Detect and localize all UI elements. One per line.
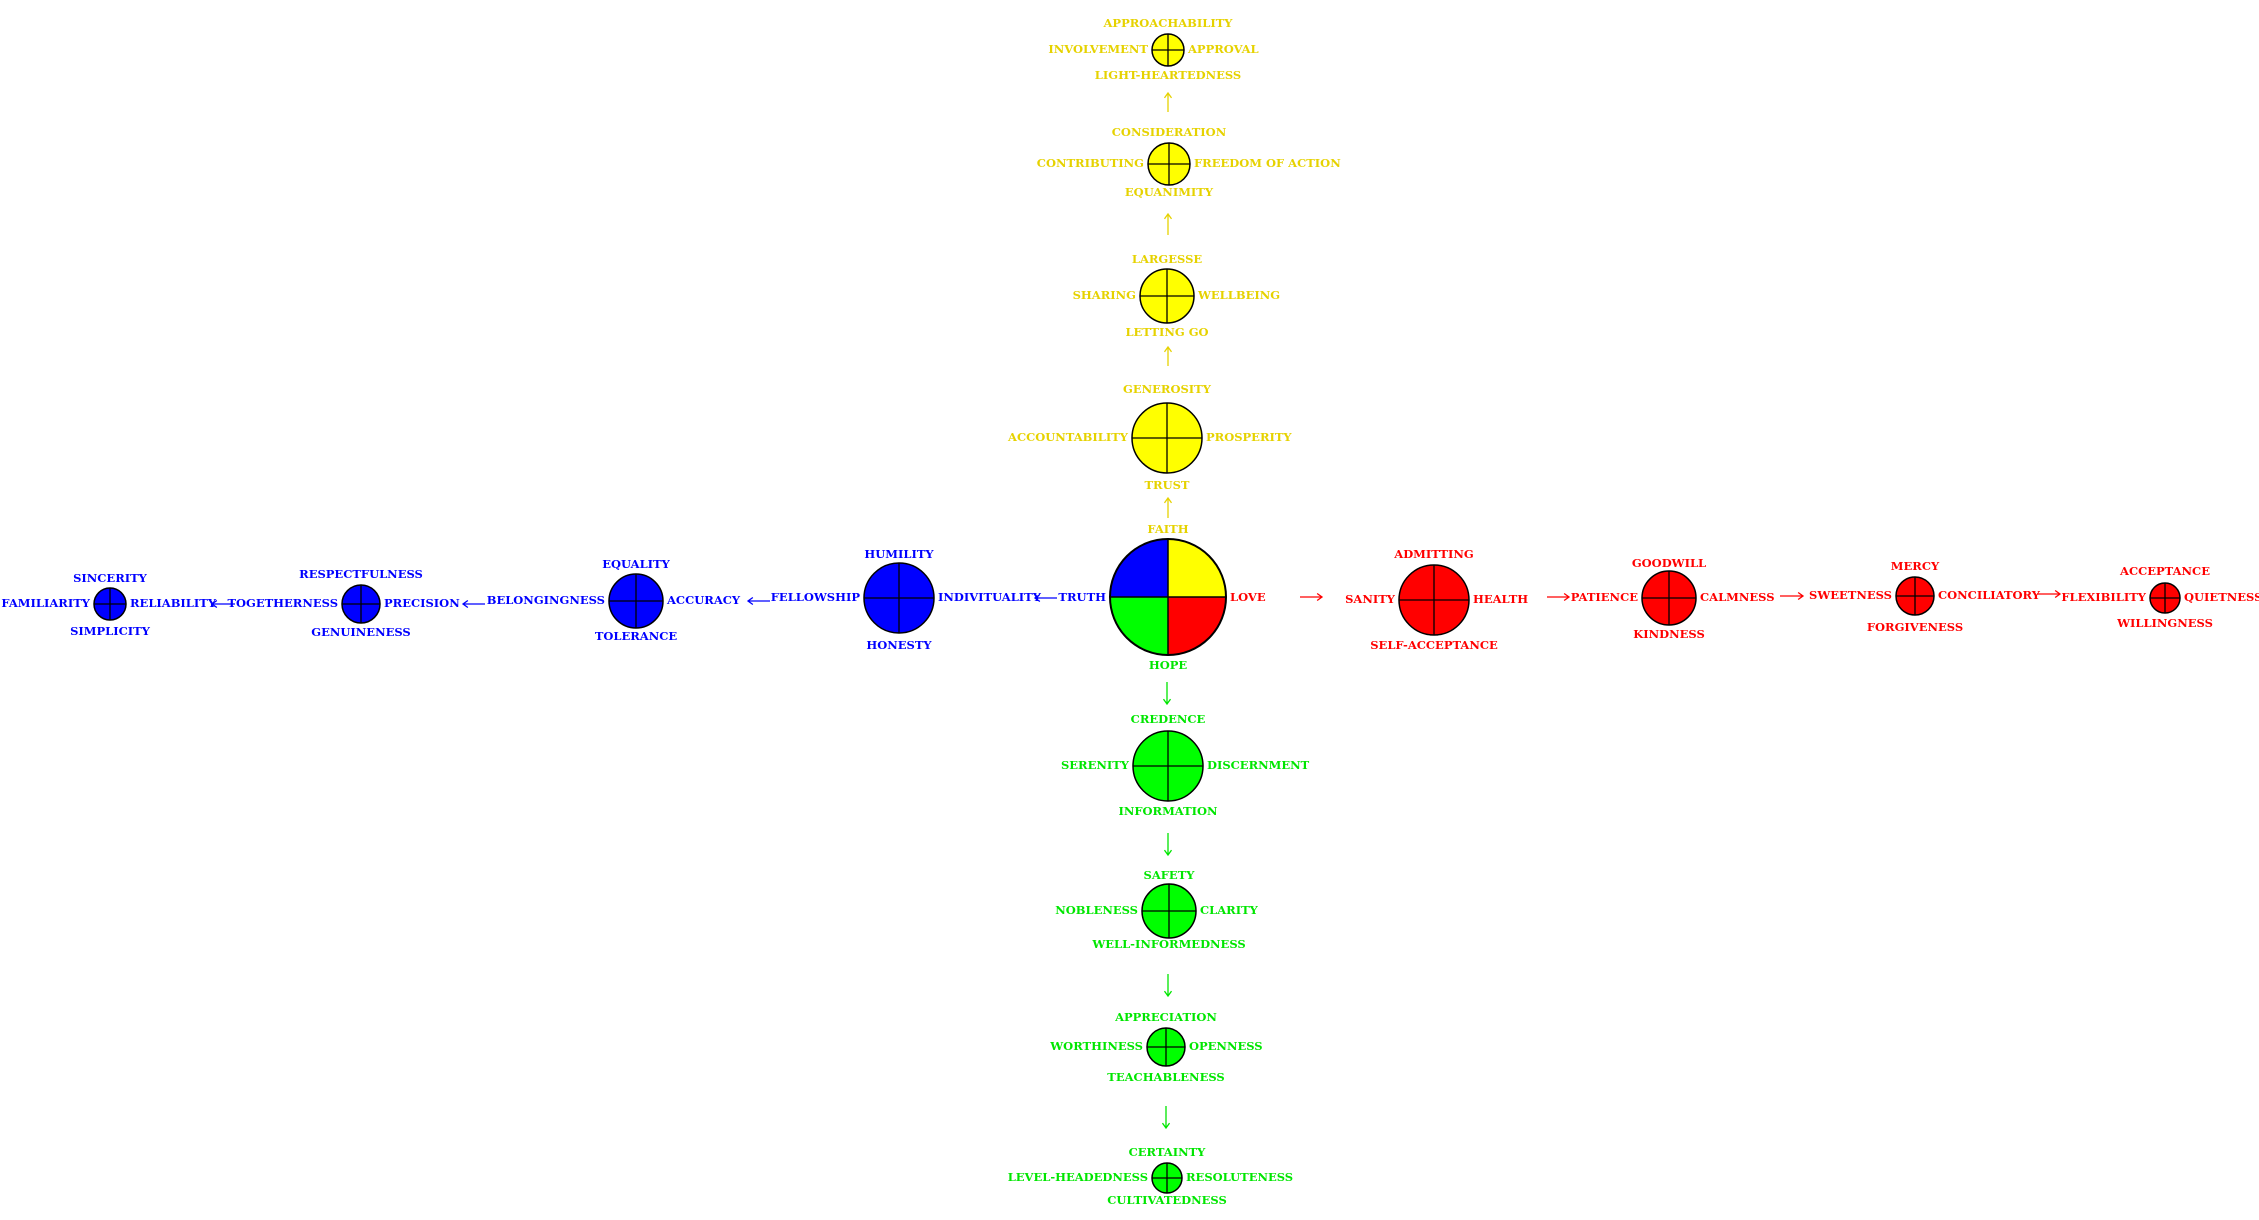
node-label-top-g2: SAFETY — [1144, 868, 1196, 882]
center-quadrant-hope — [1110, 597, 1168, 655]
node-label-top-g3: APPRECIATION — [1114, 1010, 1217, 1024]
arrow-up-1 — [1163, 496, 1173, 518]
arrow-left-1 — [1033, 593, 1057, 603]
node-label-top-r2: GOODWILL — [1632, 556, 1706, 570]
center-label-truth: TRUTH — [1058, 590, 1106, 604]
node-label-top-y3: CONSIDERATION — [1112, 125, 1227, 139]
node-label-left-r1: SANITY — [1345, 592, 1396, 606]
node-label-right-g2: CLARITY — [1200, 903, 1259, 917]
node-label-left-y2: SHARING — [1073, 288, 1136, 302]
arrow-down-4 — [1161, 1106, 1171, 1130]
node-label-top-b3: RESPECTFULNESS — [299, 567, 423, 581]
node-label-right-b3: PRECISION — [384, 596, 460, 610]
node-label-right-g3: OPENNESS — [1189, 1039, 1263, 1053]
arrow-right-1 — [1300, 592, 1324, 602]
node-label-right-y2: WELLBEING — [1197, 288, 1280, 302]
node-label-right-b4: RELIABILITY — [130, 596, 217, 610]
node-label-bottom-g2: WELL-INFORMEDNESS — [1091, 937, 1245, 951]
node-label-bottom-y4: LIGHT-HEARTEDNESS — [1095, 68, 1241, 82]
node-label-left-y1: ACCOUNTABILITY — [1007, 430, 1129, 444]
node-label-right-r3: CONCILIATORY — [1938, 588, 2041, 602]
node-label-bottom-r4: WILLINGNESS — [2116, 616, 2213, 630]
node-label-bottom-r1: SELF-ACCEPTANCE — [1370, 638, 1498, 652]
arrow-down-3 — [1163, 974, 1173, 998]
arrow-right-2 — [1547, 592, 1571, 602]
node-label-top-r4: ACCEPTANCE — [2119, 564, 2210, 578]
node-label-left-b3: TOGETHERNESS — [227, 596, 338, 610]
center-quadrant-love — [1168, 597, 1226, 655]
node-label-left-r3: SWEETNESS — [1809, 588, 1892, 602]
arrow-down-2 — [1163, 833, 1173, 857]
node-label-bottom-b2: TOLERANCE — [595, 629, 678, 643]
node-label-bottom-g1: INFORMATION — [1118, 804, 1218, 818]
node-label-right-y3: FREEDOM OF ACTION — [1194, 156, 1341, 170]
node-label-right-b1: INDIVITUALITY — [938, 590, 1042, 604]
arrow-up-4 — [1163, 91, 1173, 112]
node-label-bottom-b3: GENUINENESS — [311, 625, 410, 639]
arrow-up-2 — [1163, 345, 1173, 366]
node-label-left-r4: FLEXIBILITY — [2061, 590, 2146, 604]
node-label-left-b4: FAMILIARITY — [1, 596, 90, 610]
node-label-left-y4: INVOLVEMENT — [1048, 42, 1148, 56]
center-quadrant-truth — [1110, 539, 1168, 597]
center-quadrant-faith — [1168, 539, 1226, 597]
node-label-left-g1: SERENITY — [1061, 758, 1130, 772]
node-label-bottom-y2: LETTING GO — [1125, 325, 1208, 339]
node-label-bottom-y1: TRUST — [1144, 478, 1189, 492]
node-label-top-b4: SINCERITY — [73, 571, 148, 585]
arrow-left-4 — [210, 599, 235, 609]
node-label-left-g3: WORTHINESS — [1049, 1039, 1143, 1053]
node-label-left-g4: LEVEL-HEADEDNESS — [1008, 1170, 1148, 1184]
node-label-left-g2: NOBLENESS — [1055, 903, 1138, 917]
node-label-top-y2: LARGESSE — [1132, 252, 1203, 266]
center-label-hope: HOPE — [1149, 658, 1188, 672]
node-label-left-y3: CONTRIBUTING — [1037, 156, 1144, 170]
node-label-right-r1: HEALTH — [1473, 592, 1528, 606]
node-label-bottom-g3: TEACHABLENESS — [1107, 1070, 1224, 1084]
node-label-top-r1: ADMITTING — [1393, 547, 1473, 561]
arrow-right-4 — [2037, 589, 2062, 599]
node-label-right-y4: APPROVAL — [1187, 42, 1259, 56]
center-label-faith: FAITH — [1147, 522, 1188, 536]
node-label-bottom-b4: SIMPLICITY — [70, 624, 151, 638]
center-label-love: LOVE — [1230, 590, 1266, 604]
node-label-top-g4: CERTAINTY — [1129, 1145, 1207, 1159]
node-label-bottom-r2: KINDNESS — [1633, 627, 1705, 641]
node-label-bottom-y3: EQUANIMITY — [1125, 185, 1214, 199]
node-label-top-g1: CREDENCE — [1131, 712, 1206, 726]
arrow-down-1 — [1162, 682, 1172, 706]
arrow-up-3 — [1163, 212, 1173, 235]
node-label-bottom-b1: HONESTY — [866, 638, 932, 652]
node-label-right-g4: RESOLUTENESS — [1186, 1170, 1293, 1184]
arrow-left-2 — [746, 596, 770, 606]
node-label-right-r2: CALMNESS — [1700, 590, 1775, 604]
node-label-top-b2: EQUALITY — [602, 557, 670, 571]
node-label-bottom-r3: FORGIVENESS — [1867, 620, 1963, 634]
node-label-top-b1: HUMILITY — [864, 547, 934, 561]
node-label-left-b2: BELONGINGNESS — [487, 593, 605, 607]
node-label-left-b1: FELLOWSHIP — [771, 590, 861, 604]
node-label-top-y1: GENEROSITY — [1123, 382, 1212, 396]
arrow-right-3 — [1780, 591, 1805, 601]
arrow-left-3 — [461, 599, 485, 609]
node-label-left-r2: PATIENCE — [1571, 590, 1638, 604]
node-label-right-g1: DISCERNMENT — [1207, 758, 1310, 772]
node-label-right-y1: PROSPERITY — [1206, 430, 1292, 444]
node-label-right-r4: QUIETNESS — [2184, 590, 2259, 604]
node-label-top-r3: MERCY — [1891, 559, 1940, 573]
node-label-right-b2: ACCURACY — [666, 593, 741, 607]
node-label-bottom-g4: CULTIVATEDNESS — [1107, 1193, 1227, 1207]
node-label-top-y4: APPROACHABILITY — [1103, 16, 1234, 30]
